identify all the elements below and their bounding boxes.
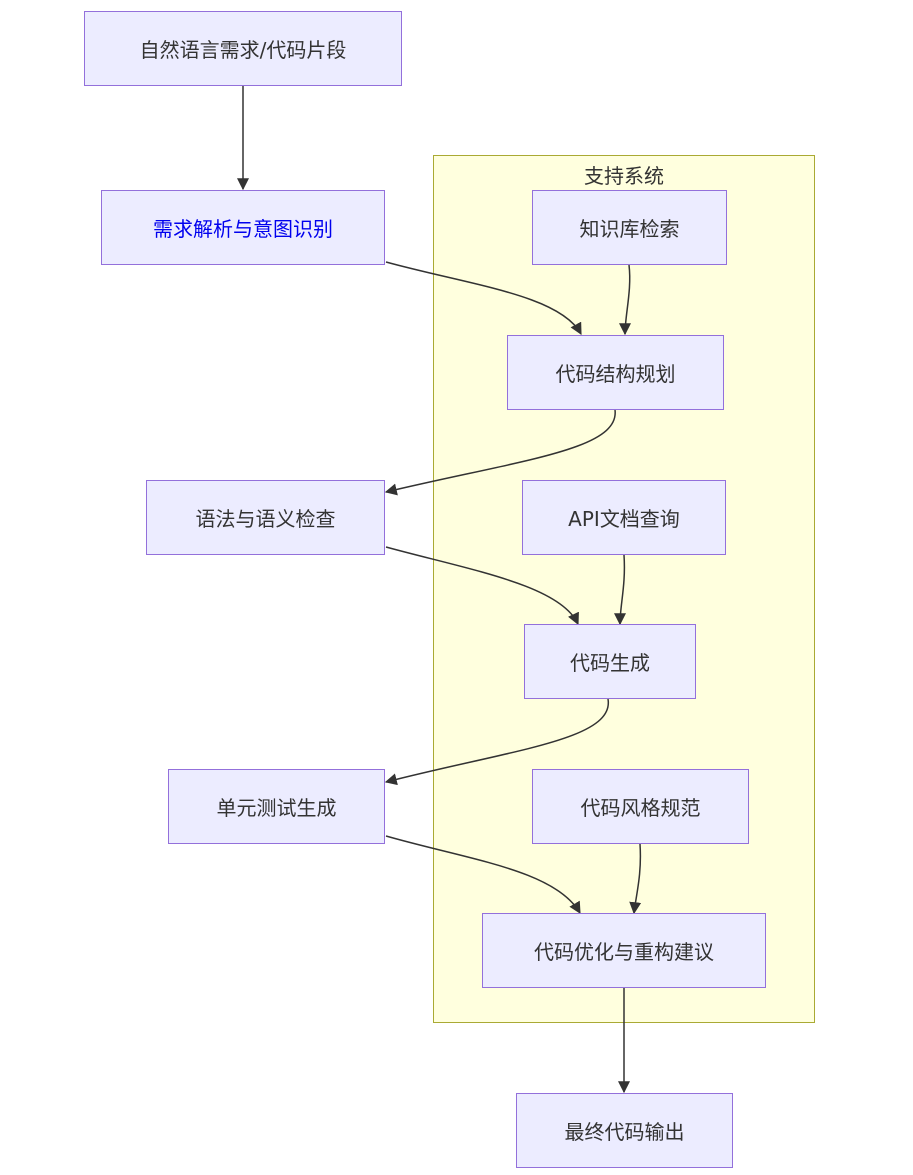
node-plan: 代码结构规划 xyxy=(507,335,724,410)
edge-gen-to-unittest xyxy=(384,698,609,786)
node-kb: 知识库检索 xyxy=(532,190,727,265)
edge-unittest-to-optimize xyxy=(385,835,581,915)
node-gen: 代码生成 xyxy=(524,624,696,699)
cluster-title: 支持系统 xyxy=(584,164,664,188)
edge-kb-to-plan xyxy=(619,264,632,336)
node-parse[interactable]: 需求解析与意图识别 xyxy=(101,190,385,265)
node-optimize: 代码优化与重构建议 xyxy=(482,913,766,988)
edge-syntax-to-gen xyxy=(385,546,579,626)
node-input: 自然语言需求/代码片段 xyxy=(84,11,402,86)
node-api: API文档查询 xyxy=(522,480,726,555)
node-syntax: 语法与语义检查 xyxy=(146,480,385,555)
edge-api-to-gen xyxy=(614,554,627,626)
node-unittest: 单元测试生成 xyxy=(168,769,385,844)
edge-style-to-optimize xyxy=(629,843,642,915)
node-style: 代码风格规范 xyxy=(532,769,749,844)
node-output: 最终代码输出 xyxy=(516,1093,733,1168)
edge-parse-to-plan xyxy=(385,261,582,336)
support-system-cluster: 支持系统 xyxy=(433,155,815,1023)
edge-plan-to-syntax xyxy=(384,409,616,496)
